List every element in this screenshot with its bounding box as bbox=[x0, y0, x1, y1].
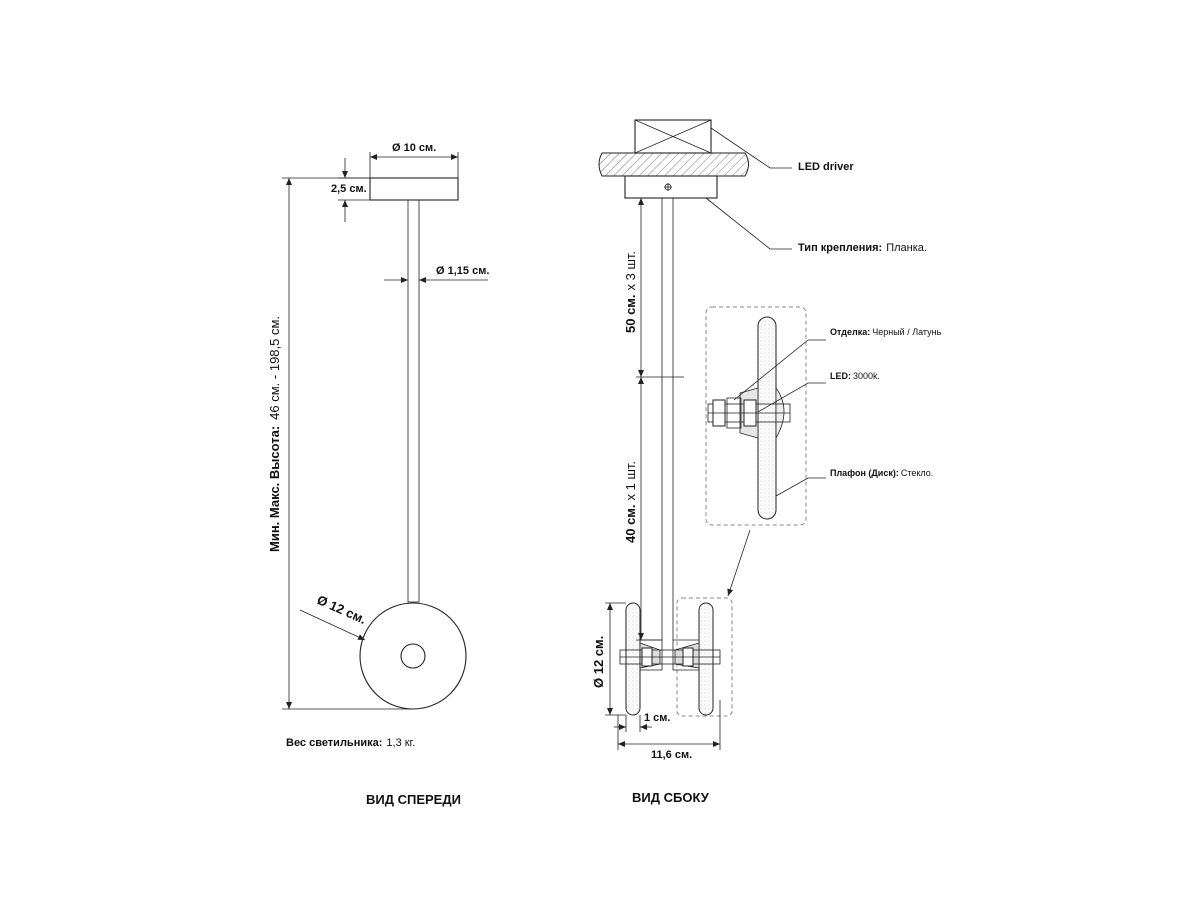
dim-total-depth-text: 11,6 см. bbox=[651, 749, 692, 761]
ceiling-slab bbox=[598, 152, 749, 177]
leader-mount bbox=[705, 197, 792, 250]
detail-callout-box bbox=[705, 306, 807, 526]
dim-rod-lower-text: 40 см.х 1 шт. bbox=[623, 461, 638, 543]
dim-canopy-height-text: 2,5 см. bbox=[331, 183, 367, 195]
dim-disc-diameter-text: Ø 12 см. bbox=[315, 592, 369, 627]
dim-disc-thickness-text: 1 см. bbox=[644, 712, 671, 724]
leader-driver bbox=[710, 127, 792, 169]
dim-disc-thickness: 1 см. bbox=[614, 712, 671, 732]
front-rod bbox=[407, 199, 420, 603]
mount-label: Тип крепления:Планка. bbox=[798, 242, 927, 254]
dim-overall-height-text: Мин. Макс. Высота:46 см. - 198,5 см. bbox=[267, 316, 282, 552]
dim-side-disc-diameter-text: Ø 12 см. bbox=[591, 636, 606, 688]
dim-rod-upper-text: 50 см.х 3 шт. bbox=[623, 251, 638, 333]
front-disc-center bbox=[400, 643, 426, 669]
side-view: 50 см.х 3 шт. 40 см.х 1 шт. Ø 1 bbox=[591, 119, 927, 805]
disc-holder-assembly bbox=[619, 639, 721, 671]
leader-led bbox=[757, 382, 826, 413]
dim-rod-diameter: Ø 1,15 см. bbox=[384, 265, 489, 283]
leader-finish bbox=[733, 339, 826, 401]
dim-rod-diameter-text: Ø 1,15 см. bbox=[436, 265, 489, 277]
detail-holder bbox=[707, 386, 791, 440]
dim-total-depth: 11,6 см. bbox=[617, 700, 721, 761]
dim-rod-segments: 50 см.х 3 шт. 40 см.х 1 шт. bbox=[623, 197, 684, 641]
glass-disc-right bbox=[698, 602, 714, 716]
finish-label: Отделка:Черный / Латунь bbox=[830, 327, 942, 337]
side-view-title: ВИД СБОКУ bbox=[632, 790, 710, 805]
detail-connector bbox=[727, 529, 751, 597]
dim-side-disc-diameter: Ø 12 см. bbox=[591, 602, 626, 716]
led-label: LED:3000k. bbox=[830, 371, 880, 381]
dim-canopy-diameter-text: Ø 10 см. bbox=[392, 142, 436, 154]
weight-label: Вес светильника:1,3 кг. bbox=[286, 737, 415, 749]
front-view: Ø 10 см. 2,5 см. Ø 1,15 см. Ø 12 см. Мин… bbox=[267, 142, 489, 807]
led-driver-box bbox=[634, 119, 712, 154]
glass-disc-left bbox=[625, 602, 641, 716]
detail-glass-disc bbox=[757, 316, 777, 520]
front-canopy bbox=[369, 177, 459, 201]
dim-canopy-diameter: Ø 10 см. bbox=[369, 142, 459, 178]
side-canopy bbox=[624, 175, 718, 199]
shade-label: Плафон (Диск):Стекло. bbox=[830, 468, 933, 478]
dim-disc-diameter: Ø 12 см. bbox=[299, 592, 369, 641]
front-disc bbox=[359, 602, 467, 710]
driver-label: LED driver bbox=[798, 161, 854, 173]
dim-overall-height: Мин. Макс. Высота:46 см. - 198,5 см. bbox=[267, 177, 413, 710]
dim-canopy-height: 2,5 см. bbox=[331, 158, 370, 222]
detail-view: Отделка:Черный / Латунь LED:3000k. Плафо… bbox=[705, 306, 942, 597]
leader-shade bbox=[775, 477, 826, 497]
front-view-title: ВИД СПЕРЕДИ bbox=[366, 792, 461, 807]
